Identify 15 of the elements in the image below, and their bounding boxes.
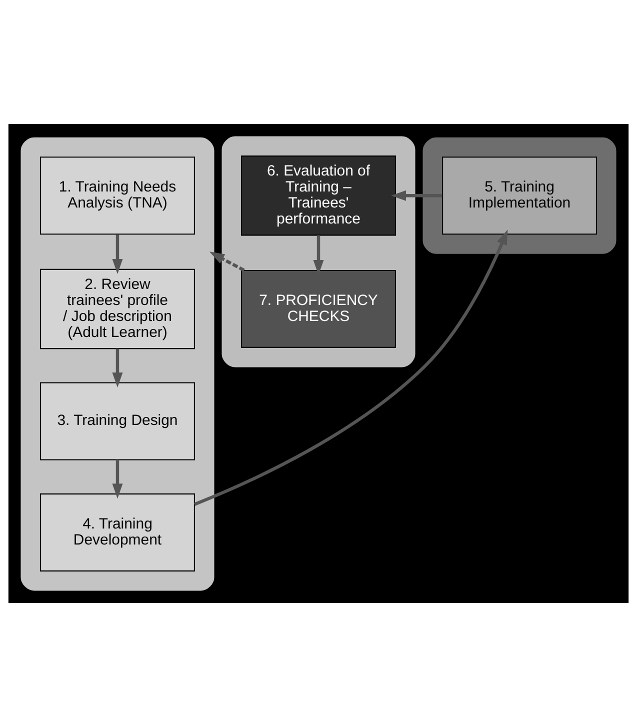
- arrow: [390, 190, 442, 200]
- node-box: 7. PROFICIENCY CHECKS: [240, 269, 396, 348]
- node-box: 5. Training Implementation: [442, 156, 598, 234]
- cluster: [422, 136, 616, 254]
- arrow: [209, 251, 245, 272]
- node-box: 3. Training Design: [40, 382, 195, 460]
- arrow: [112, 234, 123, 274]
- arrow: [194, 229, 508, 506]
- node-box: 1. Training Needs Analysis (TNA): [40, 156, 195, 234]
- arrow: [112, 348, 123, 387]
- node-box: 2. Review trainees' profile / Job description (Adult Learner): [40, 268, 195, 349]
- arrow: [112, 459, 123, 498]
- node-box: 4. Training Development: [40, 492, 195, 571]
- node-box: 6. Evaluation of Training – Trainees' performance: [240, 155, 396, 236]
- cluster: [20, 136, 214, 590]
